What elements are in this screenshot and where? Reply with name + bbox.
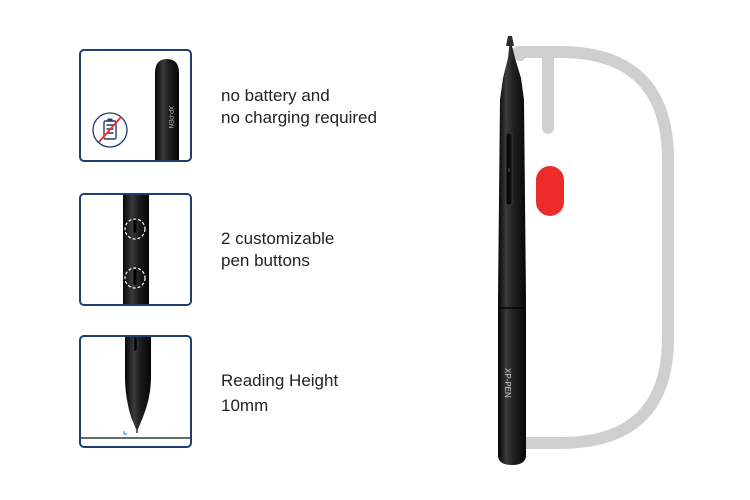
pen-barrel-illustration: [81, 195, 190, 304]
no-battery-icon: [92, 112, 128, 148]
pen-top-illustration: XP-PEN: [92, 59, 179, 160]
caption-pen-buttons-line-2: pen buttons: [221, 251, 310, 270]
caption-no-battery-line-1: no battery and: [221, 86, 330, 105]
caption-pen-buttons: 2 customizable pen buttons: [221, 228, 334, 272]
caption-no-battery: no battery and no charging required: [221, 85, 377, 129]
mouse-wheel: [536, 166, 564, 216]
feature-panel-reading-height: [79, 335, 192, 448]
highlight-circle-lower: [124, 267, 146, 289]
caption-reading-height: Reading Height 10mm: [221, 370, 338, 417]
pen-tip-illustration: [81, 337, 190, 439]
pen-illustration: XP-PEN: [498, 36, 526, 465]
feature-panel-pen-buttons: [79, 193, 192, 306]
highlight-circle-upper: [124, 218, 146, 240]
caption-no-battery-line-2: no charging required: [221, 108, 377, 127]
pen-button-lower: [132, 268, 138, 286]
height-marker: [123, 431, 127, 435]
pen-button-upper: [132, 216, 138, 234]
mouse-outline-icon: [511, 46, 674, 449]
caption-pen-buttons-line-1: 2 customizable: [221, 229, 335, 248]
pen-brand-text: XP-PEN: [503, 368, 512, 398]
pen-brand-text: XP-PEN: [167, 106, 173, 128]
caption-reading-height-line-1: Reading Height: [221, 371, 339, 390]
feature-panel-no-battery: XP-PEN: [79, 49, 192, 162]
caption-reading-height-line-2: 10mm: [221, 396, 269, 415]
